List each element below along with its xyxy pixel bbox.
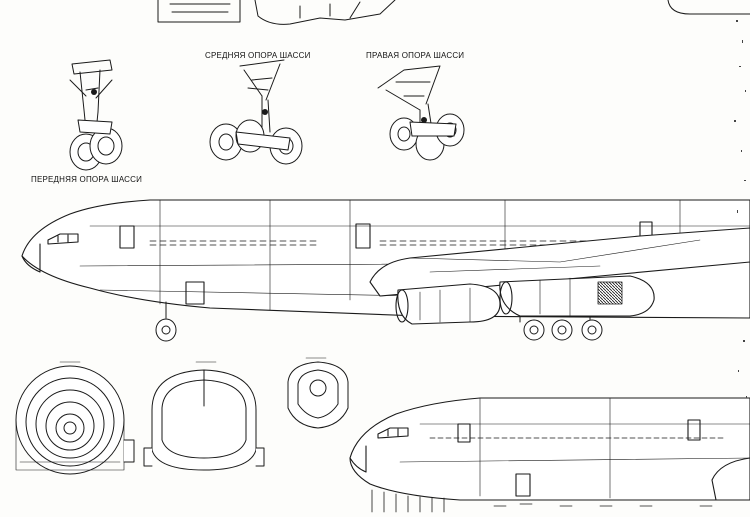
top-partial-view: [157, 0, 750, 25]
fuselage-lower-view: [349, 397, 750, 501]
right-gear-drawing: [377, 65, 465, 161]
nose-gear-drawing: [69, 59, 123, 171]
wing-and-engines: [369, 227, 750, 325]
center-gear-drawing: [209, 59, 303, 165]
cross-section-2: [143, 369, 265, 471]
cross-section-3: [287, 361, 349, 429]
right-gear-caption: ПРАВАЯ ОПОРА ШАССИ: [366, 51, 465, 60]
center-gear-caption: СРЕДНЯЯ ОПОРА ШАССИ: [205, 51, 311, 60]
nose-gear-caption: ПЕРЕДНЯЯ ОПОРА ШАССИ: [31, 175, 143, 184]
cross-section-1: [15, 365, 135, 475]
section-tag-marks: [59, 357, 327, 363]
edge-scan-noise: [734, 20, 747, 398]
main-view-gear: [155, 301, 603, 342]
station-markers: [371, 489, 713, 513]
